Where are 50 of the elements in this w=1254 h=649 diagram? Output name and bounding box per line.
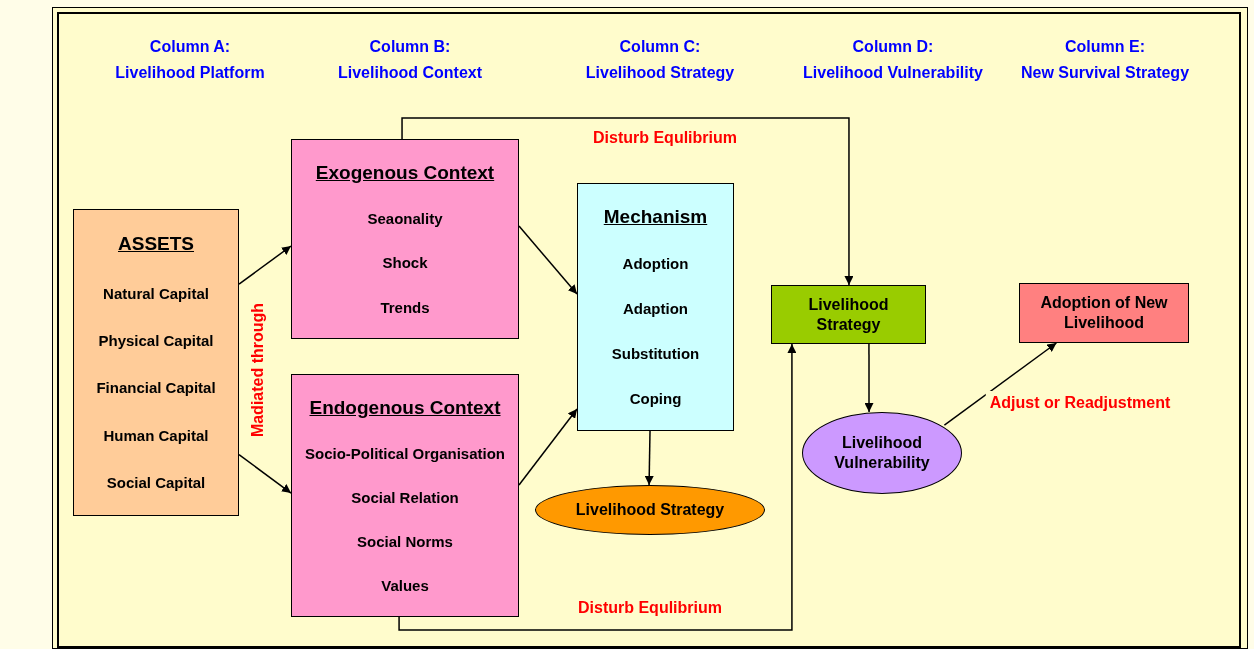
- box-heading: Mechanism: [603, 205, 708, 229]
- box-text: Social Relation: [351, 488, 459, 508]
- arrow: [238, 453, 292, 494]
- box-text: Livelihood Strategy: [575, 500, 725, 520]
- column-heading: Column D:: [852, 37, 934, 57]
- box-text: Socio-Political Organisation: [304, 444, 505, 464]
- box-text: Values: [381, 576, 429, 596]
- arrow: [943, 342, 1058, 426]
- context-box: [291, 139, 519, 339]
- column-heading: Livelihood Context: [338, 63, 482, 83]
- box-text: Coping: [629, 390, 682, 409]
- arrow: [518, 225, 578, 295]
- column-heading: Column B:: [369, 37, 451, 57]
- box-text: Livelihood Vulnerability: [833, 433, 931, 473]
- box-text: Financial Capital: [96, 379, 216, 398]
- box-heading: ASSETS: [118, 232, 194, 257]
- box-text: Social Capital: [106, 473, 206, 493]
- box-text: Adaption: [623, 300, 688, 319]
- box-text: Trends: [380, 298, 430, 318]
- box-text: Seaonality: [367, 210, 443, 229]
- box-text: Physical Capital: [98, 331, 214, 351]
- box-text: Substitution: [611, 345, 700, 364]
- vertical-label: Madiated through: [248, 302, 267, 438]
- arrow: [864, 343, 874, 413]
- arrow: [401, 117, 854, 286]
- column-heading: Livelihood Strategy: [585, 63, 735, 83]
- outcome-box: [1019, 283, 1189, 343]
- column-heading: Livelihood Platform: [115, 63, 265, 83]
- arrow: [518, 408, 578, 486]
- column-heading: New Survival Strategy: [1020, 63, 1190, 83]
- strategy-box: [771, 285, 926, 344]
- context-box: [291, 374, 519, 617]
- box-text: Adoption of New Livelihood: [1039, 293, 1169, 333]
- box-text: Natural Capital: [103, 284, 209, 304]
- arrow: [398, 343, 797, 631]
- mechanism-box: [577, 183, 734, 431]
- box-text: Shock: [382, 254, 428, 273]
- assets-box: [73, 209, 239, 516]
- arrow: [644, 430, 654, 486]
- box-text: Human Capital: [103, 426, 209, 446]
- column-heading: Livelihood Vulnerability: [803, 63, 983, 83]
- column-heading: Column A:: [149, 37, 231, 57]
- box-heading: Exogenous Context: [315, 160, 495, 185]
- box-heading: Endogenous Context: [309, 395, 501, 420]
- column-heading: Column E:: [1065, 37, 1145, 57]
- column-heading: Column C:: [619, 37, 701, 57]
- box-text: Livelihood Strategy: [807, 294, 890, 335]
- box-text: Social Norms: [357, 532, 453, 552]
- box-text: Adoption: [622, 255, 689, 274]
- arrow: [238, 245, 292, 285]
